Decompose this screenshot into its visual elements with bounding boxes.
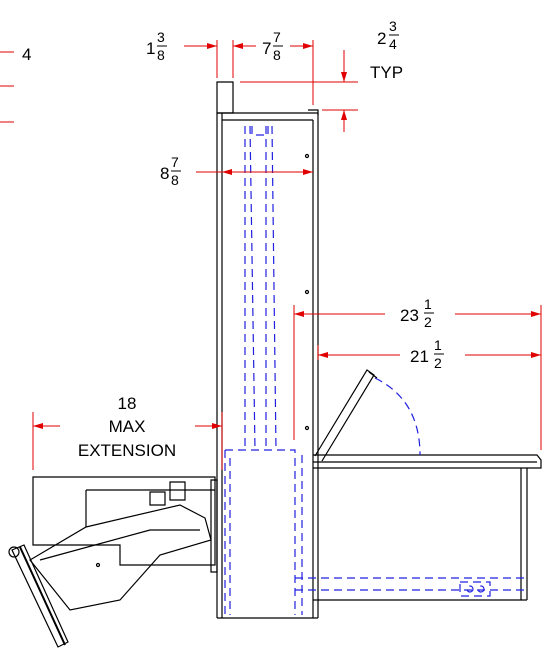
tray-arm (29, 504, 212, 611)
dim-cavity-den: 8 (273, 47, 281, 63)
dim-cavity-whole: 7 (262, 39, 271, 58)
dim-cavity-width: 7 7 8 (262, 29, 283, 63)
hidden-hardware (459, 581, 491, 597)
dim-extension-value: 18 (118, 394, 137, 413)
dim-top-depth-whole: 2 (377, 29, 386, 48)
dim-extension-line2: EXTENSION (78, 441, 176, 460)
dim-cabinet-arrow-right (531, 352, 541, 358)
dim-overall-den: 2 (424, 314, 432, 330)
tray-pivot (95, 562, 101, 568)
dim-overall-depth: 23 1 2 (400, 296, 434, 330)
dimension-labels: 4 1 3 8 7 7 8 2 3 4 TYP 8 7 8 (22, 18, 444, 460)
dim-top-depth-arrow-up (341, 72, 347, 82)
dim-cabinet-num: 1 (434, 337, 442, 353)
tray-body (32, 476, 216, 566)
hidden-lines (224, 125, 527, 615)
dim-cabinet-whole: 21 (410, 347, 429, 366)
dim-cavity-num: 7 (273, 29, 281, 45)
keyboard-plate-back (11, 544, 69, 648)
dim-cabinet-depth: 21 1 2 (410, 337, 444, 371)
dim-stile-num: 3 (157, 29, 165, 45)
open-lid (314, 369, 375, 462)
dim-top-depth: 2 3 4 TYP (370, 18, 403, 82)
dim-stile-width: 1 3 8 (146, 29, 167, 63)
dim-cavity-arrow-right (303, 43, 313, 49)
mount-plate (210, 479, 218, 573)
hidden-drawer (295, 577, 527, 591)
dim-top-depth-den: 4 (389, 36, 397, 52)
dim-cavity-arrow-left (233, 43, 243, 49)
dim-stile-whole: 1 (146, 39, 155, 58)
lid-edge (368, 371, 378, 379)
hidden-hardware-hole-1 (466, 585, 474, 593)
hidden-post-4 (271, 125, 277, 451)
dim-extension-arrow-right (212, 423, 222, 429)
dim-overall-whole: 23 (400, 306, 419, 325)
hidden-post-2 (249, 125, 256, 451)
dim-top-depth-arrow-down (341, 110, 347, 120)
dim-wall-depth: 8 7 8 (160, 154, 181, 188)
dim-overall-arrow-right (531, 311, 541, 317)
keyboard-knob (8, 546, 20, 558)
cabinet-top (313, 454, 542, 469)
top-cap (216, 81, 234, 114)
dim-top-depth-note: TYP (370, 63, 403, 82)
dim-overall-num: 1 (424, 296, 432, 312)
dim-stile-arrow (207, 43, 217, 49)
dim-stile-den: 8 (157, 47, 165, 63)
dim-cabinet-arrow-left (318, 352, 328, 358)
dim-wall-den: 8 (171, 172, 179, 188)
dim-wall-arrow-left (222, 169, 232, 175)
dim-max-extension: 18 MAX EXTENSION (78, 394, 176, 460)
dim-top-depth-num: 3 (389, 18, 397, 34)
keyboard-plate (19, 546, 66, 646)
tray-bracket (149, 481, 186, 506)
dim-overall-arrow-left (294, 311, 304, 317)
dim-wall-arrow-right (303, 169, 313, 175)
dim-wall-whole: 8 (160, 164, 169, 183)
screw-mark-2 (304, 289, 310, 295)
hidden-hardware-hole-2 (477, 585, 485, 593)
screw-mark-1 (304, 153, 310, 159)
object-lines (8, 81, 542, 648)
lid-swing-arc (374, 377, 421, 456)
hidden-post-cap (251, 126, 269, 136)
dim-cabinet-den: 2 (434, 355, 442, 371)
tray-arm-inner (39, 529, 200, 561)
hidden-lower-box (224, 449, 296, 615)
dim-left-partial-value: 4 (22, 45, 31, 64)
dim-extension-arrow-left (33, 423, 43, 429)
screw-mark-3 (304, 425, 310, 431)
dim-wall-num: 7 (171, 154, 179, 170)
dim-extension-line1: MAX (109, 417, 146, 436)
dimension-lines (0, 40, 542, 470)
